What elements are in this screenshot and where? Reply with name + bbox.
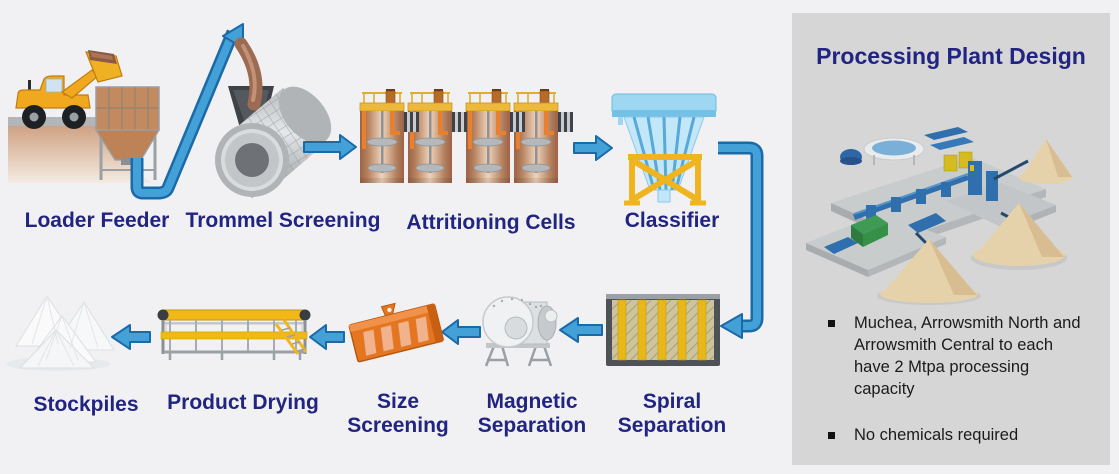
bullet-text-capacity: Muchea, Arrowsmith North and Arrowsmith …: [854, 314, 1081, 398]
bullet-item: No chemicals required: [828, 425, 1086, 447]
bullet-text-chemicals: No chemicals required: [854, 425, 1019, 444]
arrow-trommel-to-cells: [303, 134, 357, 160]
loader-feeder-illustration: [8, 50, 161, 183]
magnetic-separation-illustration: [482, 296, 558, 367]
arrow-cells-to-classifier: [573, 135, 613, 161]
size-screening-illustration: [348, 302, 444, 363]
bullet-item: Muchea, Arrowsmith North and Arrowsmith …: [828, 313, 1086, 401]
classifier-illustration: [611, 93, 717, 206]
label-attritioning-cells: Attritioning Cells: [406, 211, 576, 234]
label-magnetic-separation: Magnetic Separation: [477, 390, 587, 437]
plant-render: [806, 127, 1073, 305]
stockpiles-illustration: [6, 295, 115, 371]
flow-diagram: [6, 23, 764, 371]
label-classifier: Classifier: [624, 209, 720, 232]
attritioning-cells-illustration: [359, 89, 573, 183]
product-drying-illustration: [157, 309, 311, 360]
spiral-separation-illustration: [606, 294, 720, 366]
processing-plant-panel: Processing Plant Design: [792, 13, 1110, 465]
square-bullet-icon: [828, 431, 835, 439]
label-stockpiles: Stockpiles: [33, 393, 139, 416]
label-size-screening: Size Screening: [347, 390, 449, 437]
arrow-classifier-to-spiral: [718, 141, 764, 339]
label-product-drying: Product Drying: [167, 391, 319, 414]
arrow-drying-to-stockpiles: [111, 324, 151, 350]
panel-title: Processing Plant Design: [816, 43, 1086, 69]
label-loader-feeder: Loader Feeder: [24, 209, 170, 232]
label-trommel-screening: Trommel Screening: [185, 209, 381, 232]
arrow-spiral-to-magnetic: [559, 317, 603, 343]
bullet-list: Muchea, Arrowsmith North and Arrowsmith …: [828, 313, 1086, 471]
arrow-magnetic-to-size: [441, 319, 481, 345]
label-spiral-separation: Spiral Separation: [617, 390, 727, 437]
square-bullet-icon: [828, 320, 835, 327]
trommel-illustration: [215, 37, 332, 198]
arrow-size-to-drying: [309, 324, 345, 350]
